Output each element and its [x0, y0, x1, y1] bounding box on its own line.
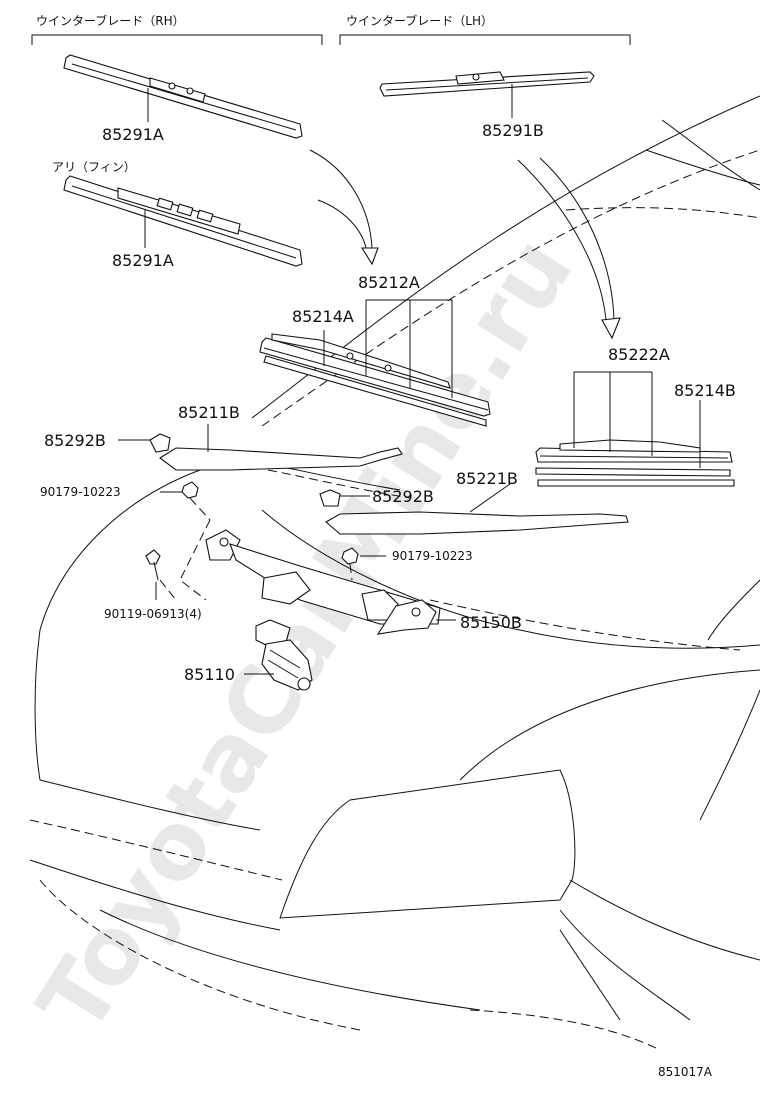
label-85150B: 85150B [460, 613, 522, 632]
nut-90179-rh[interactable] [181, 481, 199, 499]
label-85292B-lh: 85292B [372, 487, 434, 506]
label-85212A: 85212A [358, 273, 420, 292]
wiper-blade-assy-rh[interactable] [259, 333, 491, 427]
label-85211B: 85211B [178, 403, 240, 422]
header-bracket-lh [339, 34, 631, 45]
label-85214A: 85214A [292, 307, 354, 326]
label-85291A-fin: 85291A [112, 251, 174, 270]
wiper-blade-assy-lh[interactable] [535, 439, 735, 487]
label-85214B: 85214B [674, 381, 736, 400]
header-bracket-rh [31, 34, 323, 45]
header-winter-blade-lh: ウインターブレード（LH） [346, 13, 493, 28]
label-85221B: 85221B [456, 469, 518, 488]
label-fin: アリ（フィン） [52, 160, 136, 174]
diagram-id: 851017A [658, 1065, 713, 1079]
wiper-motor[interactable] [255, 619, 313, 691]
label-85110: 85110 [184, 665, 235, 684]
wiper-link-assy[interactable] [205, 529, 441, 635]
arrow-lh-to-blade [517, 157, 621, 340]
wiper-arm-rh[interactable] [149, 433, 403, 471]
arrow-rh-to-blade [309, 149, 379, 266]
label-85292B-rh: 85292B [44, 431, 106, 450]
wiper-arm-lh[interactable] [319, 489, 629, 535]
bracket-85222A [573, 371, 701, 468]
bolt-90119[interactable] [145, 549, 161, 581]
label-85291A-upper: 85291A [102, 125, 164, 144]
label-90179-lh: 90179-10223 [392, 549, 473, 563]
label-85222A: 85222A [608, 345, 670, 364]
bracket-85212A [323, 299, 453, 398]
winter-blade-lh[interactable] [379, 71, 595, 97]
label-90119: 90119-06913(4) [104, 607, 202, 621]
nut-90179-lh[interactable] [341, 547, 359, 565]
winter-blade-rh-upper[interactable] [63, 54, 303, 139]
winter-blade-rh-fin[interactable] [63, 175, 303, 267]
vehicle-body-outline [29, 95, 760, 1051]
label-90179-rh: 90179-10223 [40, 485, 121, 499]
label-85291B: 85291B [482, 121, 544, 140]
header-winter-blade-rh: ウインターブレード（RH） [36, 13, 185, 28]
